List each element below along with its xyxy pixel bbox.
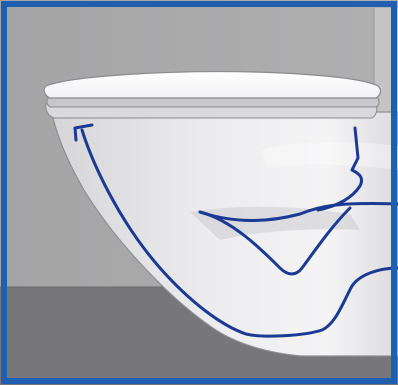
toilet-seat — [44, 72, 380, 118]
